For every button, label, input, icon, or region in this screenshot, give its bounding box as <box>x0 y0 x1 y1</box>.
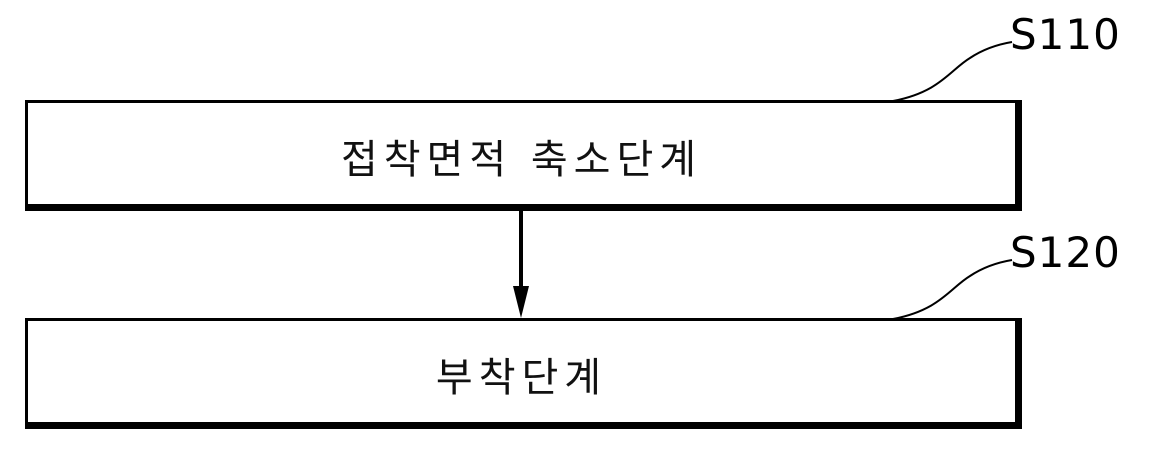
step-label-s110: S110 <box>1010 14 1121 56</box>
step-text-attachment: 부착단계 <box>436 341 607 403</box>
step-box-adhesion-area-reduction: 접착면적 축소단계 <box>25 100 1022 211</box>
step-label-s120: S120 <box>1010 232 1121 274</box>
leader-line-s110 <box>893 42 1012 101</box>
flow-arrow-head <box>513 286 529 318</box>
step-text-adhesion-area-reduction: 접착면적 축소단계 <box>341 123 702 185</box>
leader-line-s120 <box>893 260 1012 319</box>
step-box-attachment: 부착단계 <box>25 318 1022 429</box>
